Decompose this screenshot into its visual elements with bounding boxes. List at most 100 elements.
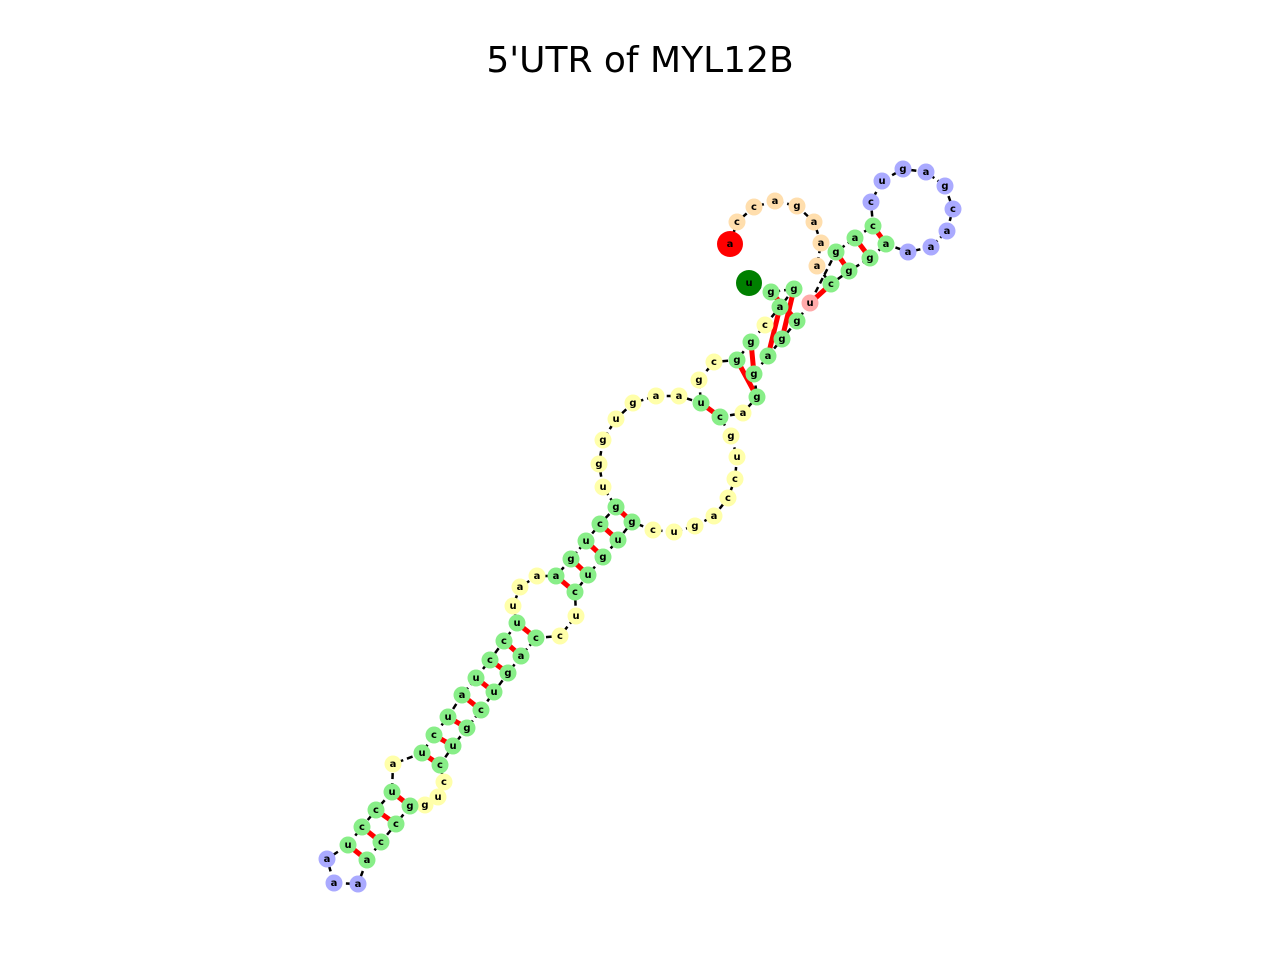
nucleotide: g — [458, 719, 476, 737]
nucleotide-label: g — [406, 801, 413, 812]
nucleotide-circle — [318, 850, 336, 868]
nucleotide-label: a — [883, 239, 890, 250]
nucleotide-circle — [644, 521, 662, 539]
nucleotide: u — [801, 294, 819, 312]
start-nucleotide: a — [717, 231, 743, 257]
nucleotide: c — [481, 651, 499, 669]
nucleotide-label: a — [517, 582, 524, 593]
nucleotide-circle — [922, 238, 940, 256]
nucleotide: c — [822, 275, 840, 293]
nucleotide-label: u — [878, 176, 885, 187]
nucleotide: c — [756, 316, 774, 334]
nucleotide-circle — [864, 217, 882, 235]
nucleotide: u — [444, 737, 462, 755]
nucleotide: c — [367, 801, 385, 819]
nucleotide: c — [864, 217, 882, 235]
nucleotide: a — [808, 257, 826, 275]
nucleotide: u — [439, 708, 457, 726]
nucleotide-circle — [742, 333, 760, 351]
nucleotide-label: g — [599, 552, 606, 563]
nucleotide: g — [827, 243, 845, 261]
nucleotide-label: u — [490, 687, 497, 698]
nucleotide: u — [383, 783, 401, 801]
nucleotide-circle — [722, 427, 740, 445]
nucleotide-circle — [745, 198, 763, 216]
nucleotide-circle — [690, 371, 708, 389]
nucleotide: g — [861, 249, 879, 267]
nucleotide-label: g — [629, 398, 636, 409]
nucleotide-label: u — [444, 712, 451, 723]
nucleotide-circle — [728, 448, 746, 466]
nucleotide-circle — [425, 726, 443, 744]
nucleotide-circle — [686, 517, 704, 535]
nucleotide-label: c — [557, 631, 563, 642]
nucleotide-circle — [527, 629, 545, 647]
nucleotide-circle — [594, 478, 612, 496]
nucleotide-circle — [372, 833, 390, 851]
nucleotide-label: g — [628, 517, 635, 528]
nucleotide: g — [745, 365, 763, 383]
nucleotide-label: a — [905, 247, 912, 258]
nucleotide-circle — [846, 229, 864, 247]
nucleotide: u — [508, 614, 526, 632]
nucleotide: c — [527, 629, 545, 647]
nucleotide: a — [899, 243, 917, 261]
nucleotide-label: a — [772, 196, 779, 207]
nucleotide-label: a — [676, 391, 683, 402]
nucleotide-circle — [717, 231, 743, 257]
nucleotide-label: g — [504, 668, 511, 679]
nucleotide-label: g — [595, 459, 602, 470]
nucleotide: a — [318, 850, 336, 868]
nucleotide-label: a — [814, 261, 821, 272]
nucleotide-label: c — [725, 493, 731, 504]
nucleotide: u — [609, 531, 627, 549]
nucleotide-label: u — [509, 601, 516, 612]
nucleotide-label: c — [501, 636, 507, 647]
nucleotide-circle — [873, 172, 891, 190]
nucleotide: a — [771, 298, 789, 316]
nucleotide-label: a — [355, 879, 362, 890]
nucleotide: g — [840, 262, 858, 280]
nucleotide-circle — [808, 257, 826, 275]
nucleotide-circle — [325, 874, 343, 892]
nucleotide-label: a — [928, 242, 935, 253]
nucleotide: a — [512, 647, 530, 665]
nucleotide: a — [877, 235, 895, 253]
nucleotide-circle — [736, 270, 762, 296]
nucleotide: a — [647, 387, 665, 405]
nucleotide: u — [577, 532, 595, 550]
nucleotide-circle — [481, 651, 499, 669]
nucleotide-label: u — [745, 278, 752, 289]
nucleotide: c — [566, 583, 584, 601]
nucleotide-label: u — [582, 536, 589, 547]
nucleotide-label: g — [899, 164, 906, 175]
nucleotide: g — [623, 513, 641, 531]
nucleotide-circle — [827, 243, 845, 261]
nucleotide-label: u — [572, 611, 579, 622]
nucleotide-circle — [726, 470, 744, 488]
nucleotide-circle — [938, 222, 956, 240]
nucleotide: g — [894, 160, 912, 178]
nucleotide: a — [846, 229, 864, 247]
nucleotide-circle — [705, 353, 723, 371]
nucleotide-circle — [728, 213, 746, 231]
nucleotide-label: g — [753, 392, 760, 403]
nucleotide: c — [726, 470, 744, 488]
nucleotide-circle — [805, 213, 823, 231]
nucleotide-circle — [567, 607, 585, 625]
nucleotide-circle — [495, 632, 513, 650]
nucleotide-label: g — [599, 435, 606, 446]
nucleotide-circle — [670, 387, 688, 405]
nucleotide-label: c — [373, 805, 379, 816]
nucleotide-circle — [467, 669, 485, 687]
nucleotide-label: a — [740, 408, 747, 419]
nucleotide: u — [594, 478, 612, 496]
nucleotide-label: a — [923, 167, 930, 178]
nucleotide: u — [607, 410, 625, 428]
nucleotide: a — [705, 507, 723, 525]
nucleotide-label: g — [866, 253, 873, 264]
nucleotide-label: g — [421, 800, 428, 811]
nucleotide-circle — [728, 351, 746, 369]
nucleotide-circle — [822, 275, 840, 293]
